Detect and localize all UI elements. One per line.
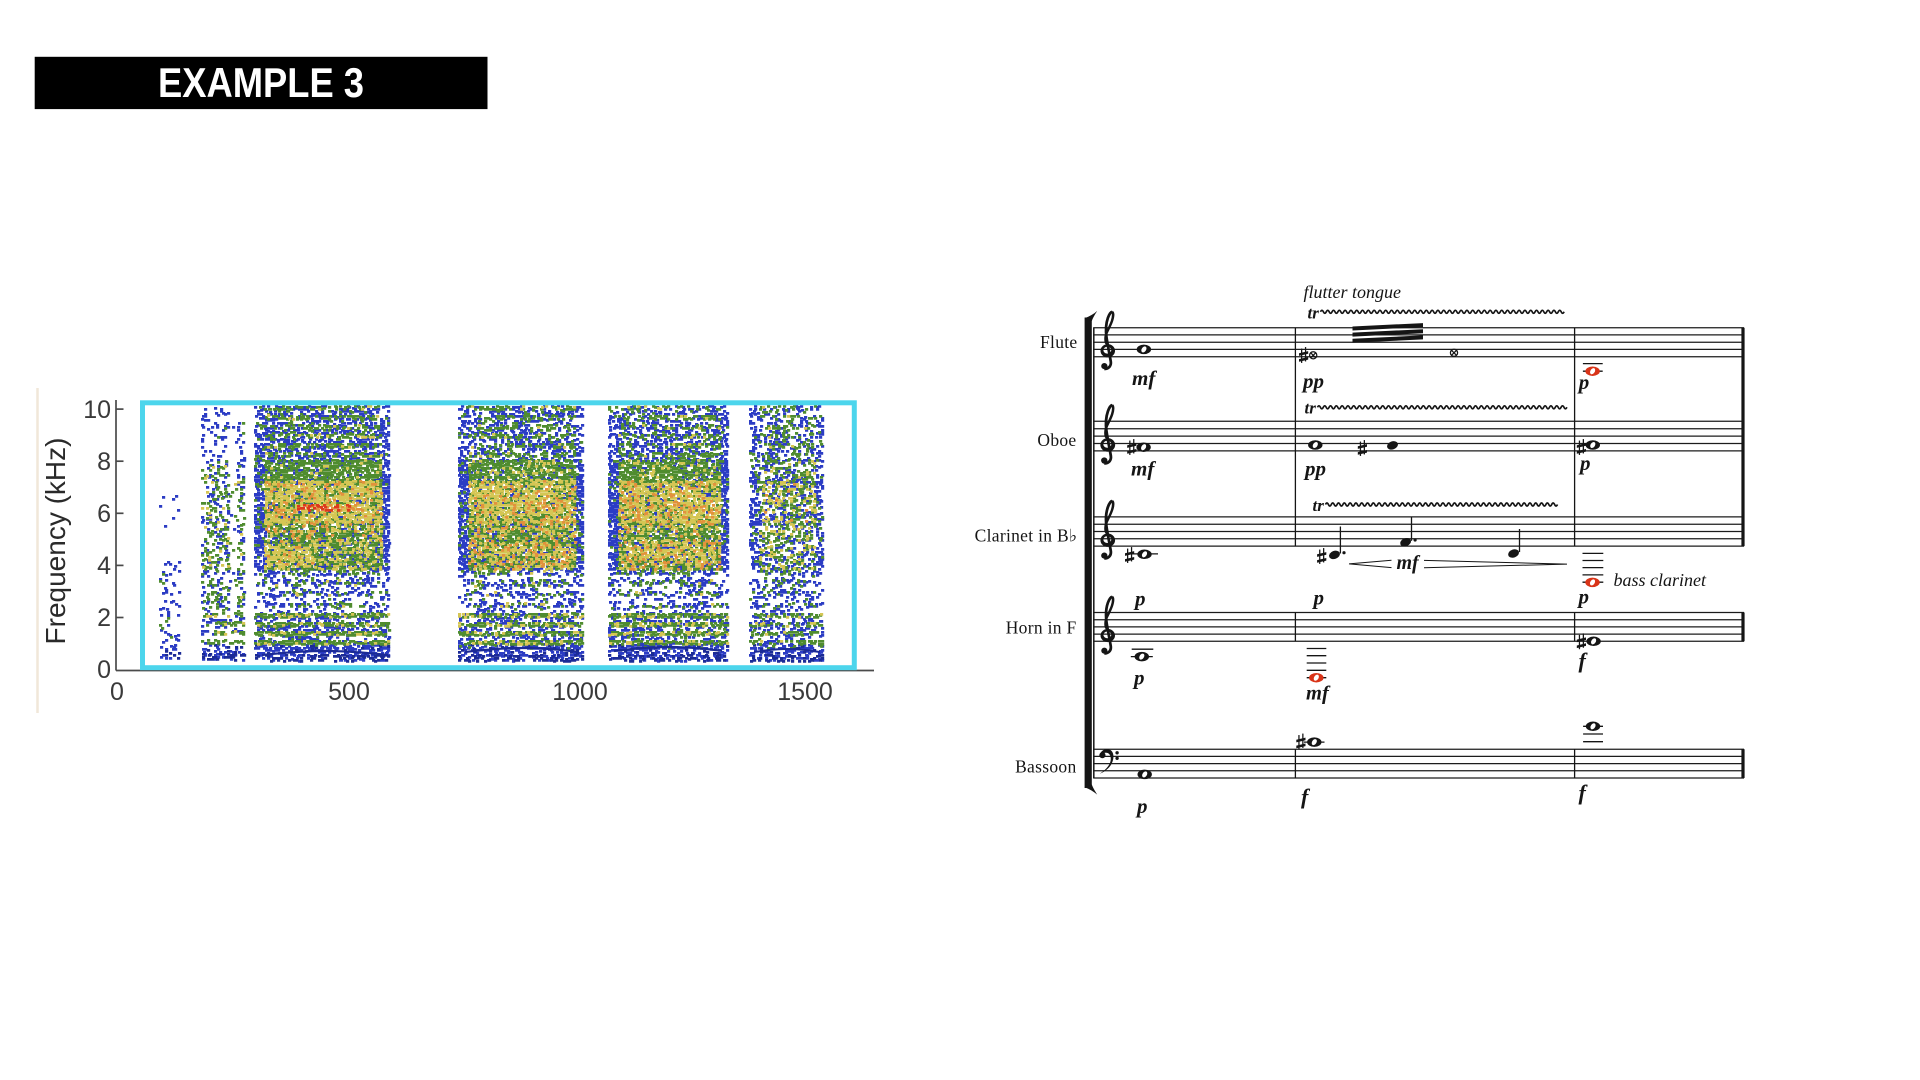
svg-text:10: 10 xyxy=(83,396,111,424)
svg-text:500: 500 xyxy=(328,678,370,706)
svg-text:EXAMPLE 3: EXAMPLE 3 xyxy=(158,59,364,106)
svg-text:Oboe: Oboe xyxy=(1037,430,1076,450)
svg-text:pp: pp xyxy=(1303,457,1326,481)
svg-text:p: p xyxy=(1132,666,1145,690)
svg-text:p: p xyxy=(1577,585,1590,609)
svg-text:f: f xyxy=(1579,648,1589,673)
svg-text:Frequency (kHz): Frequency (kHz) xyxy=(40,438,71,645)
svg-text:tr: tr xyxy=(1305,399,1317,418)
svg-text:mf: mf xyxy=(1306,683,1331,705)
svg-text:bass clarinet: bass clarinet xyxy=(1614,570,1707,590)
svg-text:pp: pp xyxy=(1301,369,1324,393)
svg-text:4: 4 xyxy=(97,552,111,580)
svg-text:0: 0 xyxy=(97,656,111,684)
svg-text:p: p xyxy=(1133,587,1146,611)
svg-text:tr: tr xyxy=(1308,304,1320,323)
svg-text:Bassoon: Bassoon xyxy=(1015,757,1076,777)
svg-text:p: p xyxy=(1578,451,1591,475)
svg-text:flutter tongue: flutter tongue xyxy=(1304,282,1402,302)
svg-text:mf: mf xyxy=(1397,552,1422,574)
svg-text:1500: 1500 xyxy=(777,678,833,706)
svg-text:Horn in F: Horn in F xyxy=(1006,618,1077,638)
svg-text:Flute: Flute xyxy=(1040,332,1077,352)
svg-text:1000: 1000 xyxy=(552,678,608,706)
svg-text:mf: mf xyxy=(1131,457,1156,481)
svg-text:mf: mf xyxy=(1132,366,1157,390)
svg-text:Clarinet in B♭: Clarinet in B♭ xyxy=(975,526,1078,546)
svg-text:6: 6 xyxy=(97,500,111,528)
svg-text:p: p xyxy=(1577,370,1590,394)
svg-text:f: f xyxy=(1301,784,1311,809)
svg-text:8: 8 xyxy=(97,448,111,476)
svg-text:tr: tr xyxy=(1313,496,1325,515)
svg-text:p: p xyxy=(1312,586,1325,610)
svg-text:f: f xyxy=(1579,780,1589,805)
svg-text:p: p xyxy=(1135,794,1148,818)
svg-text:2: 2 xyxy=(97,604,111,632)
svg-text:0: 0 xyxy=(110,678,124,706)
